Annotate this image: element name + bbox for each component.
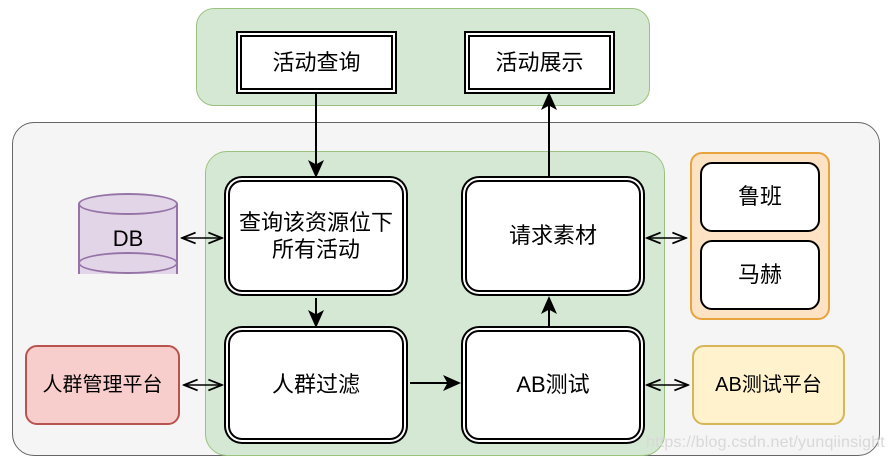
node-crowd-management-platform[interactable]: 人群管理平台 — [25, 345, 180, 425]
db-cylinder-top — [78, 193, 178, 215]
node-db[interactable]: DB — [78, 193, 178, 285]
node-mach[interactable]: 马赫 — [700, 240, 820, 310]
node-request-material[interactable]: 请求素材 — [465, 180, 641, 292]
db-label: DB — [112, 226, 144, 251]
node-activity-query[interactable]: 活动查询 — [240, 35, 393, 90]
node-luban[interactable]: 鲁班 — [700, 162, 820, 232]
node-activity-display[interactable]: 活动展示 — [468, 35, 611, 90]
node-ab-test-platform[interactable]: AB测试平台 — [692, 345, 845, 425]
db-cylinder-bottom — [78, 252, 178, 274]
node-crowd-filter[interactable]: 人群过滤 — [228, 330, 404, 440]
node-query-all-activities[interactable]: 查询该资源位下 所有活动 — [228, 180, 404, 292]
watermark: https://blog.csdn.net/yunqiinsight — [646, 434, 885, 451]
node-ab-test[interactable]: AB测试 — [465, 330, 641, 440]
